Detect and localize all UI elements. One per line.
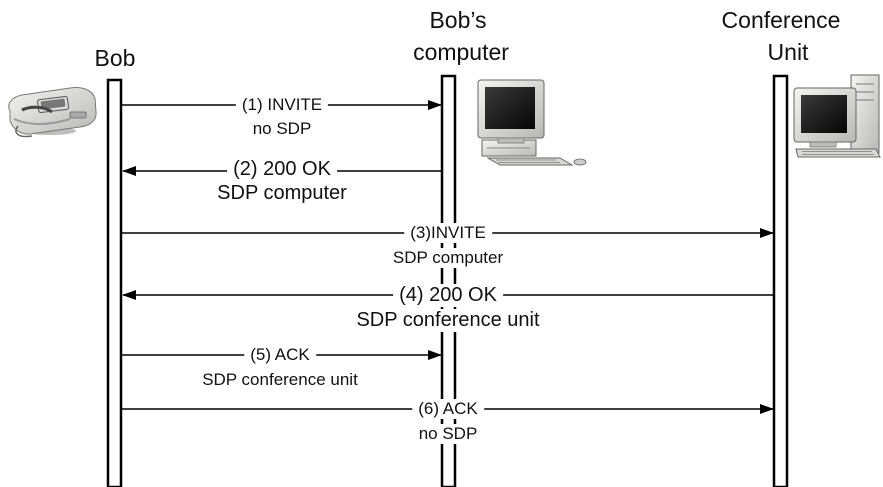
message-3-detail: SDP computer [392,248,504,268]
participant-name-bob: Bob [94,45,136,71]
computer-tower-icon [793,74,881,158]
message-6-step: (6) ACK [412,399,484,419]
desktop-computer-icon [477,79,587,166]
message-2-detail: SDP computer [217,182,347,205]
lifeline-bob [106,78,123,487]
participant-name-computer-line2: computer [413,39,509,65]
message-1-step: (1) INVITE [235,95,329,115]
lifeline-conference [772,74,789,487]
participant-name-conference: Conference [721,7,841,33]
message-6-detail: no SDP [418,424,478,444]
phone-icon [8,87,97,138]
message-3-step: (3)INVITE [404,223,492,243]
message-2-step: (2) 200 OK [227,158,337,181]
message-4-detail: SDP conference unit [356,309,540,332]
message-4-step: (4) 200 OK [393,284,503,307]
participant-name-computer: Bob’s [429,7,487,33]
lifeline-computer [440,74,457,487]
message-5-step: (5) ACK [244,345,316,365]
message-1-detail: no SDP [252,119,312,139]
message-5-detail: SDP conference unit [202,370,358,390]
participant-name-conference-line2: Unit [767,39,809,65]
